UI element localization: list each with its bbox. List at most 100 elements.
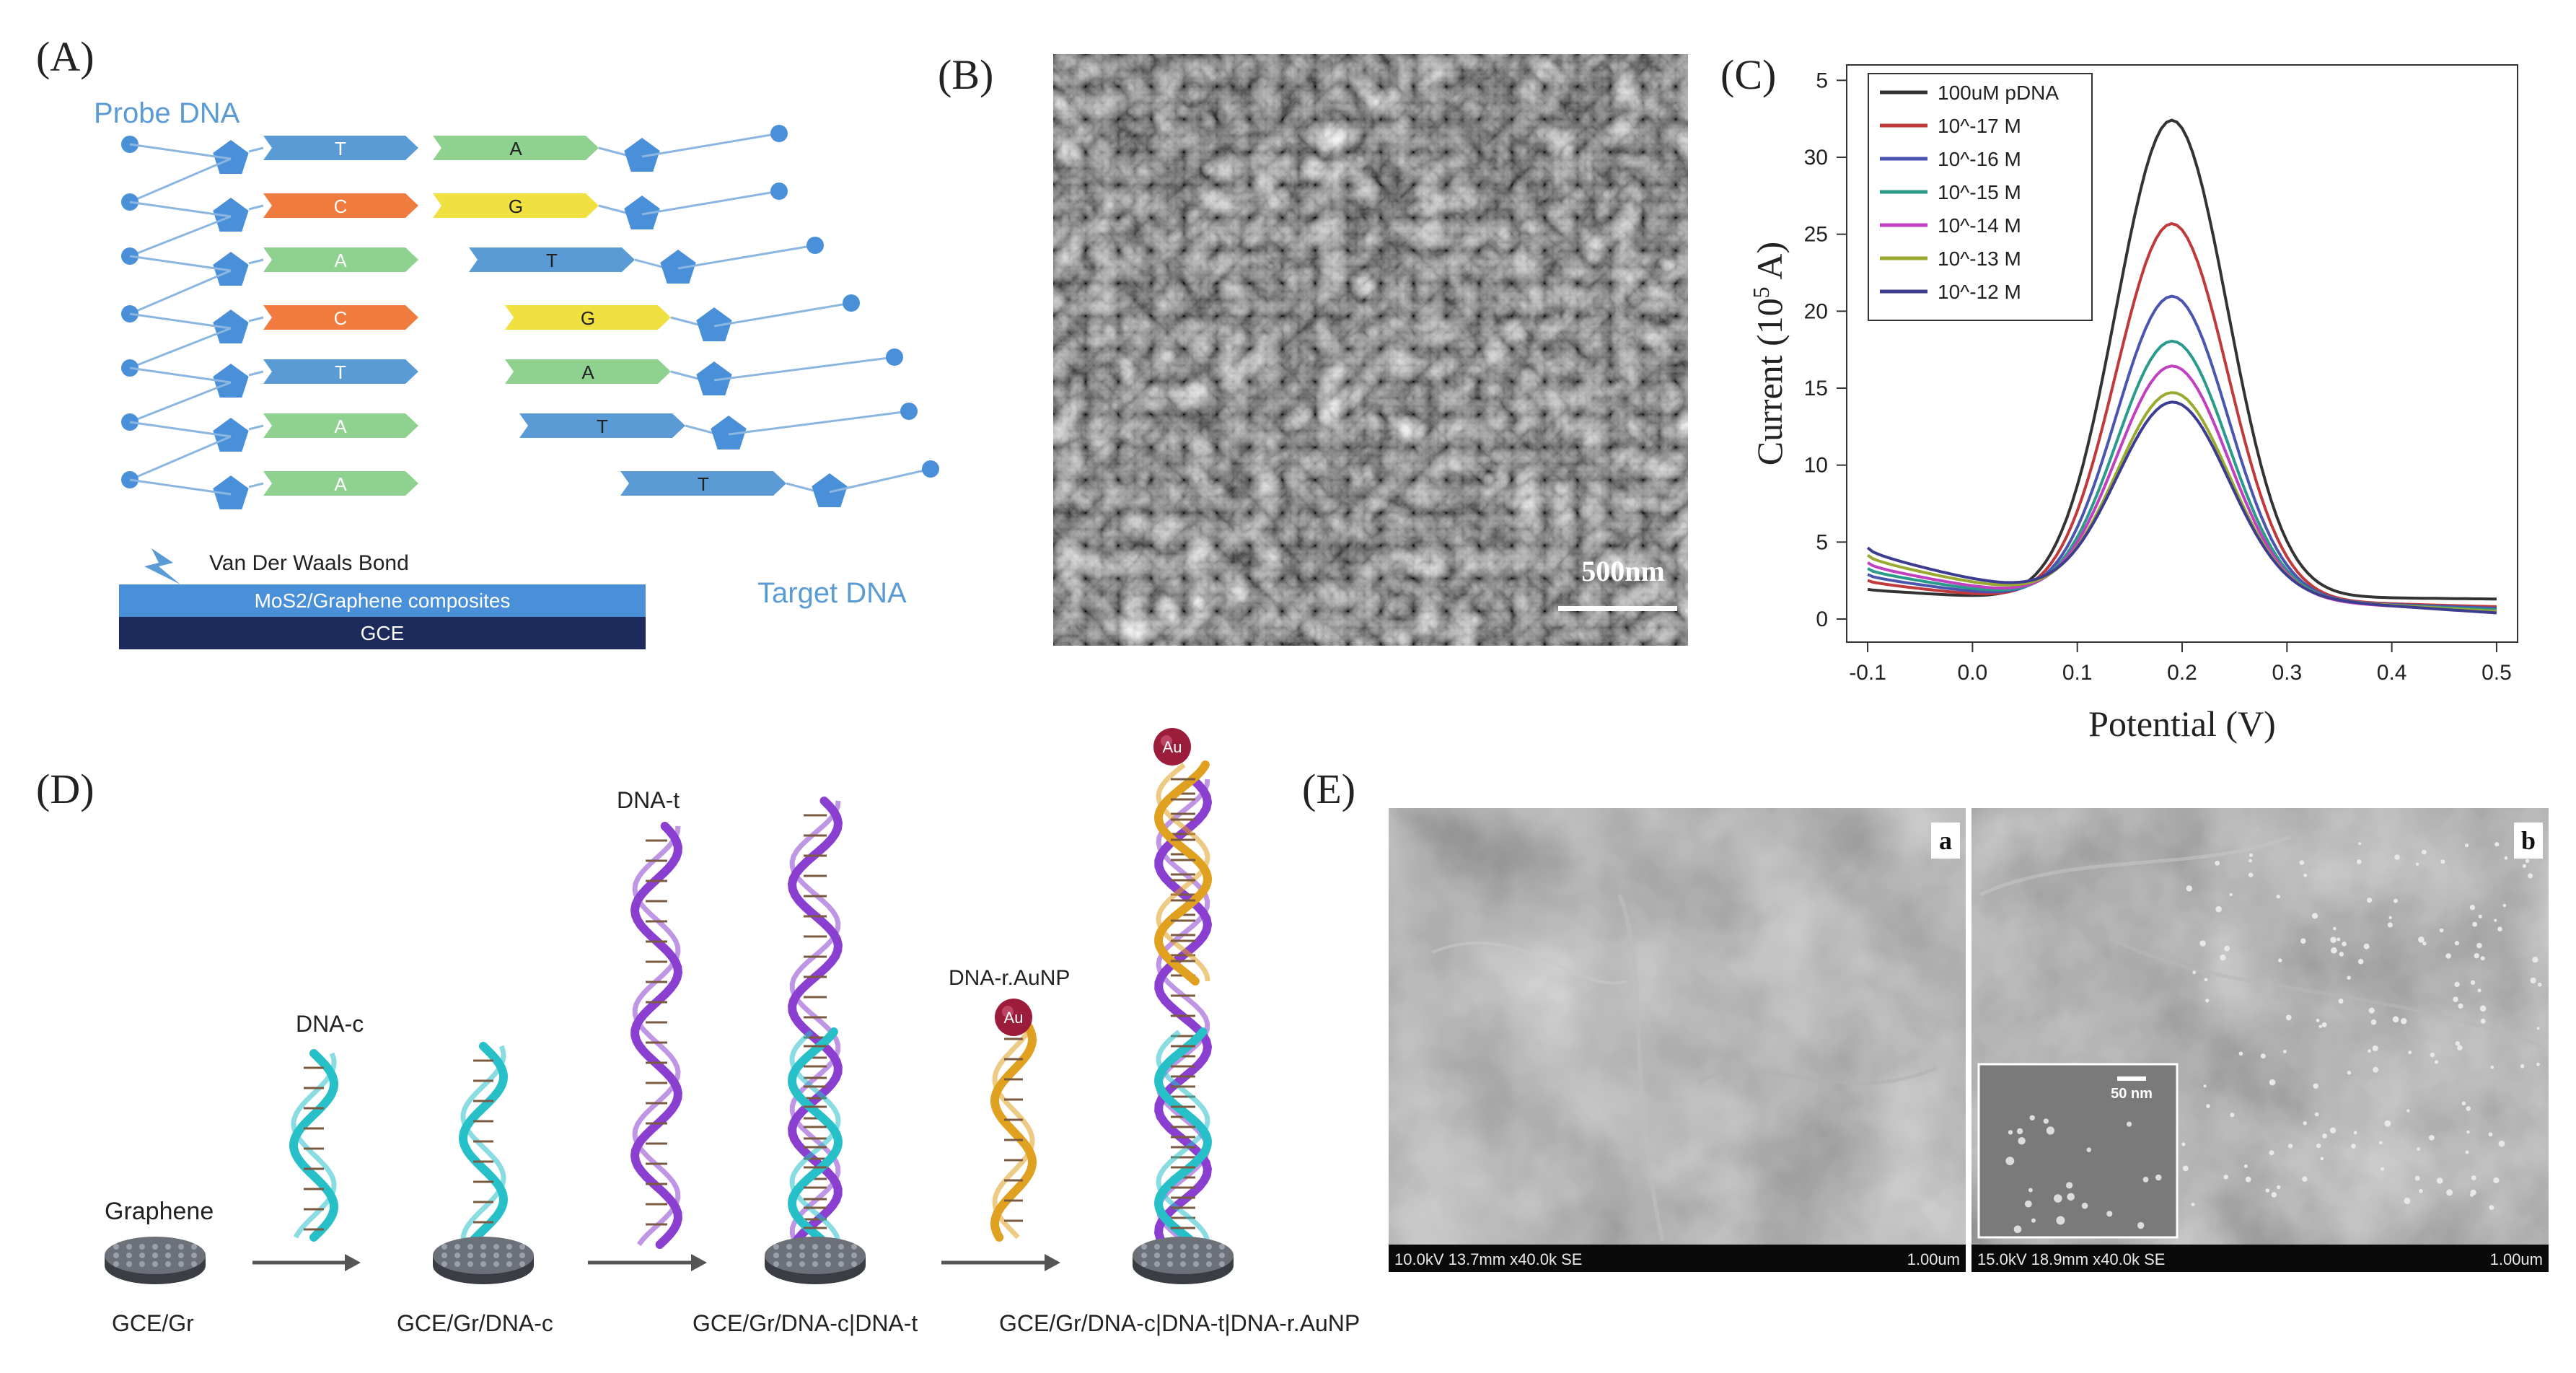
probe-base-A: [263, 247, 418, 272]
dna-r-label: DNA-r.AuNP: [949, 966, 1070, 990]
y-tick-label: 0: [1816, 607, 1828, 631]
nanoparticle-dot: [2476, 942, 2482, 949]
nanoparticle-dot: [2457, 1045, 2463, 1050]
nanoparticle-dot: [2454, 941, 2459, 946]
nanoparticle-dot: [2415, 862, 2419, 866]
x-tick-label: -0.1: [1849, 661, 1886, 685]
scale-bar: [1558, 606, 1677, 611]
step-label-4: GCE/Gr/DNA-c|DNA-t|DNA-r.AuNP: [999, 1310, 1360, 1336]
nanoparticle-dot: [2224, 945, 2230, 952]
nanoparticle-dot: [2394, 854, 2400, 860]
nanoparticle-dot: [2370, 1019, 2377, 1025]
nanoparticle-dot: [2498, 1140, 2505, 1147]
nanoparticle-dot: [2181, 1142, 2186, 1146]
target-base-letter: G: [581, 307, 595, 329]
nanoparticle-dot: [2205, 999, 2210, 1003]
legend-label: 10^-17 M: [1938, 115, 2021, 137]
probe-base-letter: A: [334, 473, 347, 495]
probe-backbone-link: [129, 327, 232, 369]
target-backbone-link: [829, 468, 931, 494]
nanoparticle-dot: [2367, 898, 2373, 903]
probe-dna-title: Probe DNA: [94, 97, 240, 129]
nanoparticle-dot: [2283, 1050, 2287, 1053]
panel-b-label: (B): [938, 51, 994, 98]
probe-base-letter: A: [334, 250, 347, 271]
target-phosphate: [900, 403, 918, 420]
nanoparticle-dot: [2276, 895, 2280, 899]
nanoparticle-dot: [2536, 1062, 2540, 1066]
nanoparticle-dot: [2490, 1065, 2494, 1069]
nanoparticle-dot: [2392, 1016, 2399, 1023]
nanoparticle-dot: [2393, 898, 2398, 903]
chart-series-lines: [1866, 118, 2497, 615]
dna-c-hybrid-strand: [788, 1027, 843, 1249]
nanoparticle-dot: [2469, 1193, 2474, 1197]
nanoparticle-dot: [2220, 955, 2226, 961]
series-line-5: [1866, 391, 2497, 613]
nanoparticle-dot: [2329, 1127, 2337, 1133]
electrode-layer: [119, 617, 646, 649]
chart-y-axis-label: Current (105 A): [1748, 242, 1790, 465]
target-base-T: [469, 247, 635, 272]
final-dna-c-strand: [1154, 1027, 1212, 1249]
probe-backbone-link: [129, 201, 232, 218]
nanoparticle-dot: [2373, 1066, 2378, 1073]
inset-nanoparticle-dot: [2081, 1202, 2088, 1209]
probe-sugar: [213, 252, 249, 286]
nanoparticle-dot: [2417, 1147, 2420, 1152]
nanoparticle-dot: [2199, 940, 2206, 947]
y-tick-label: 15: [1804, 377, 1828, 400]
nanoparticle-dot: [2439, 928, 2444, 933]
step-label-3: GCE/Gr/DNA-c|DNA-t: [693, 1310, 918, 1336]
dna-t-label: DNA-t: [617, 787, 680, 813]
nanoparticle-dot: [2269, 1150, 2274, 1156]
inset-nanoparticle-dot: [2046, 1126, 2054, 1135]
inset-nanoparticle-dot: [2137, 1221, 2145, 1229]
nanoparticle-dot: [2313, 1083, 2318, 1089]
nanoparticle-dot: [2453, 996, 2458, 1002]
nanoparticle-dot: [2260, 1053, 2266, 1059]
nanoparticle-dot: [2215, 905, 2222, 913]
nanoparticle-dot: [2418, 936, 2425, 943]
target-sugar: [696, 307, 732, 341]
nanoparticle-dot: [2186, 885, 2192, 892]
panel-e-label: (E): [1302, 766, 1356, 812]
nanoparticle-dot: [2338, 999, 2344, 1004]
nanoparticle-dot: [2532, 957, 2538, 963]
gold-nanoparticle-icon: Au: [1153, 728, 1191, 766]
probe-base-link: [248, 424, 264, 431]
probe-sugar: [213, 418, 249, 452]
target-base-link: [598, 204, 627, 214]
nanoparticle-dot: [2191, 1202, 2195, 1206]
legend-label: 10^-15 M: [1938, 181, 2021, 203]
target-base-link: [685, 424, 713, 434]
nanoparticle-dot: [2489, 1205, 2494, 1210]
probe-backbone-link: [129, 435, 232, 481]
inset-nanoparticle-dot: [2028, 1188, 2033, 1193]
nanoparticle-dot: [2271, 1192, 2277, 1198]
nanoparticle-dot: [2536, 1027, 2540, 1030]
nanoparticle-dot: [2368, 1049, 2371, 1053]
nanoparticle-dot: [2430, 1052, 2435, 1058]
probe-backbone-link: [129, 215, 232, 258]
nanoparticle-dot: [2206, 1104, 2210, 1108]
legend-label: 10^-12 M: [1938, 281, 2021, 303]
probe-base-letter: A: [334, 416, 347, 437]
inset-nanoparticle-dot: [2054, 1194, 2062, 1203]
sem-texture: [1053, 54, 1688, 646]
target-phosphate: [886, 348, 903, 366]
nanoparticle-dot: [2269, 1079, 2276, 1086]
nanoparticle-dot: [2379, 1141, 2383, 1145]
nanoparticle-dot: [2436, 1177, 2443, 1184]
nanoparticle-dot: [2333, 926, 2337, 931]
nanoparticle-dot: [2434, 1060, 2439, 1064]
nanoparticle-dot: [2488, 1132, 2493, 1137]
target-phosphate: [806, 237, 824, 254]
nanoparticle-dot: [2322, 1133, 2327, 1139]
nanoparticle-dot: [2537, 982, 2542, 987]
nanoparticle-dot: [2342, 942, 2347, 947]
final-dna-r-strand: [1153, 760, 1213, 986]
nanoparticle-dot: [2331, 947, 2337, 954]
